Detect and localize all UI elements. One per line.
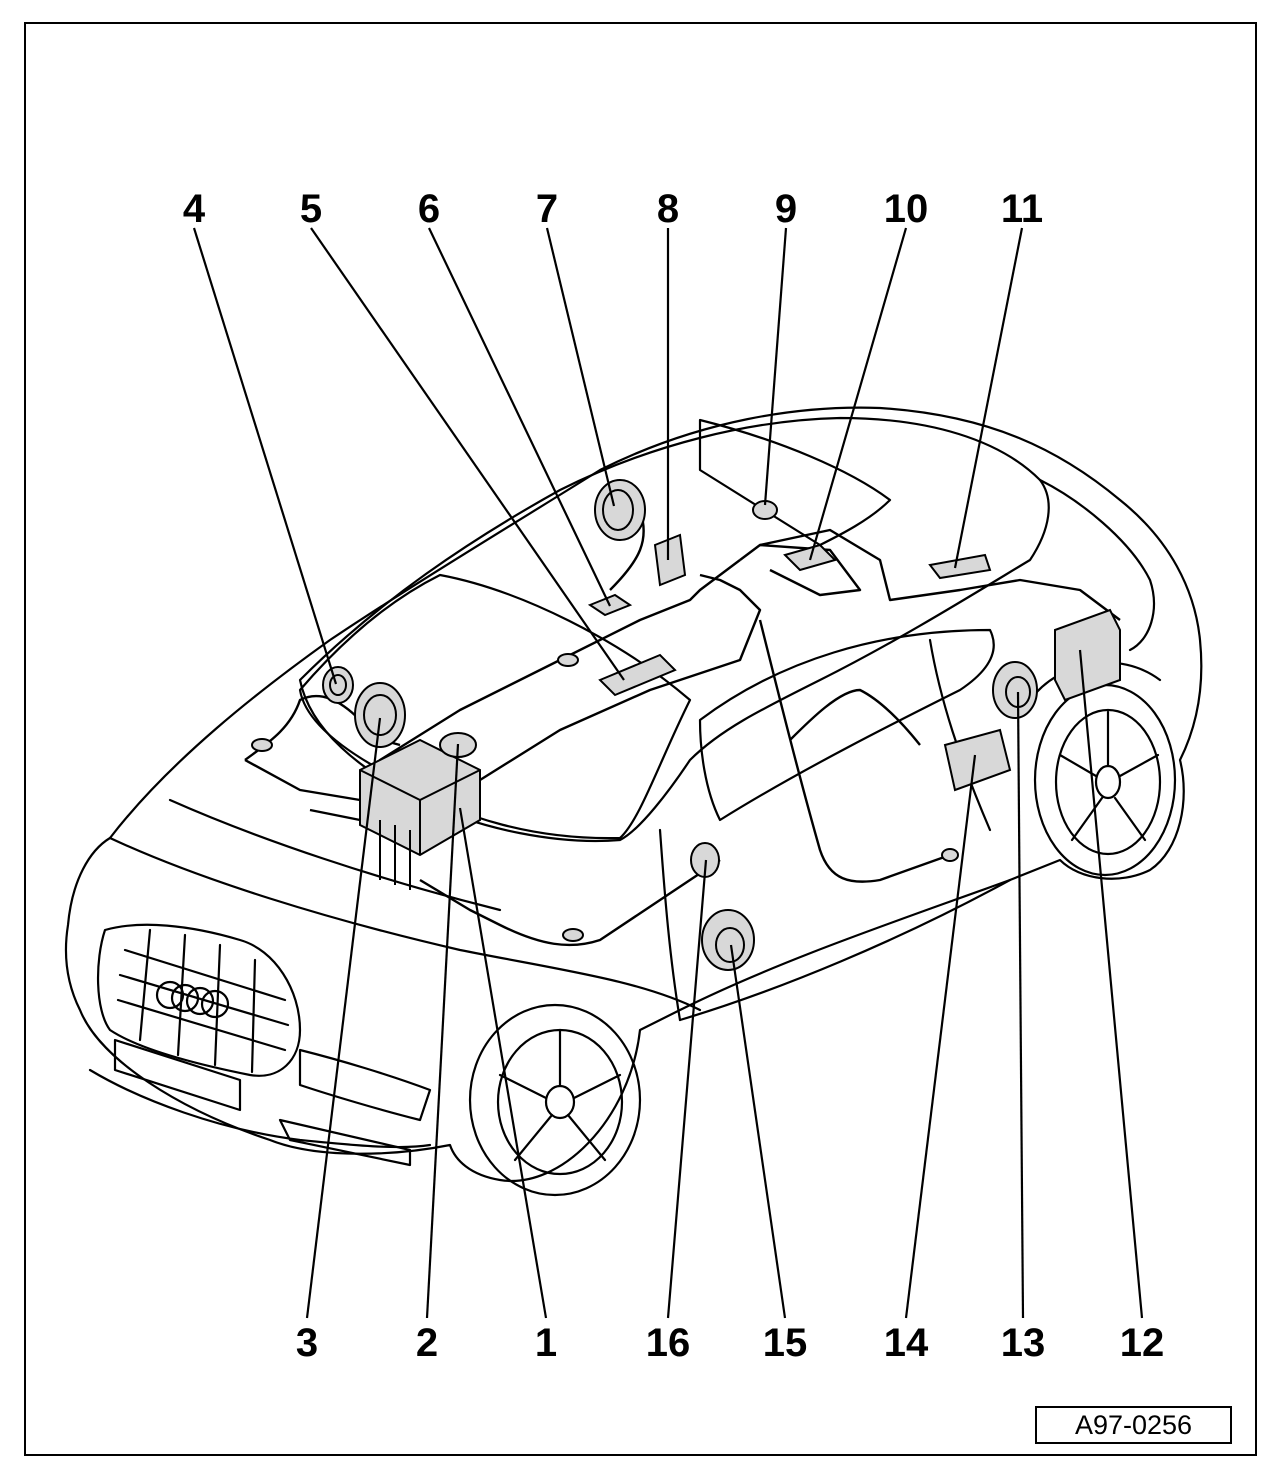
callout-10: 10 [884, 187, 929, 231]
components [251, 479, 1121, 971]
callout-2: 2 [416, 1321, 438, 1365]
callout-7: 7 [536, 187, 558, 231]
callout-3: 3 [296, 1321, 318, 1365]
diagram-frame [24, 22, 1257, 1456]
callout-5: 5 [300, 187, 322, 231]
callout-11: 11 [1001, 187, 1043, 231]
wiring-harness [244, 509, 1121, 947]
callout-14: 14 [884, 1321, 929, 1365]
figure-code: A97-0256 [1035, 1406, 1232, 1444]
callout-15: 15 [763, 1321, 808, 1365]
callout-6: 6 [418, 187, 440, 231]
callout-4: 4 [183, 187, 206, 231]
callout-12: 12 [1120, 1321, 1165, 1365]
callout-labels: 4 5 6 7 8 9 10 11 3 2 1 16 15 14 13 12 [183, 187, 1164, 1365]
callout-16: 16 [646, 1321, 691, 1365]
callout-8: 8 [657, 187, 679, 231]
callout-1: 1 [535, 1321, 557, 1365]
callout-13: 13 [1001, 1321, 1046, 1365]
leader-lines [192, 227, 1144, 1319]
callout-9: 9 [775, 187, 797, 231]
